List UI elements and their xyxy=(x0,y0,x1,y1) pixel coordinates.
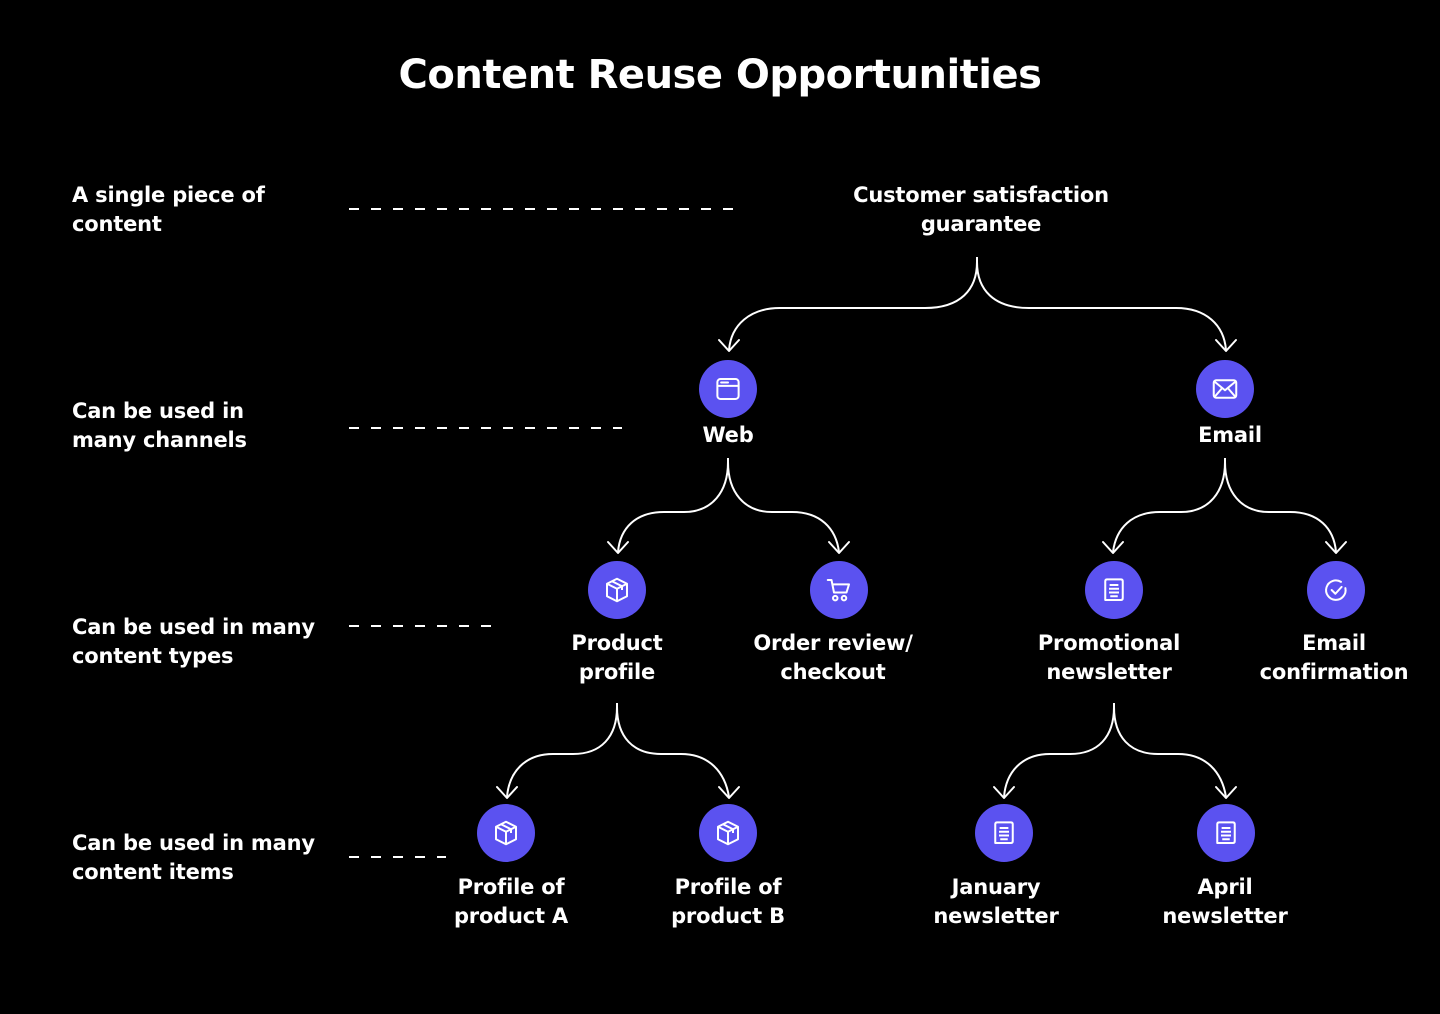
node-promotional-newsletter-label: Promotional newsletter xyxy=(1037,631,1181,684)
node-product-b[interactable] xyxy=(699,804,757,862)
connector-root-to-email xyxy=(976,261,1227,351)
connector-product-profile-to-product-a xyxy=(506,703,618,798)
connector-web-to-order-review xyxy=(727,461,840,553)
node-web[interactable] xyxy=(699,360,757,418)
node-email-label: Email xyxy=(1198,423,1262,447)
connector-web-to-product-profile xyxy=(617,458,729,553)
root-node-label: Customer satisfaction guarantee xyxy=(853,183,1109,236)
node-email[interactable] xyxy=(1196,360,1254,418)
node-product-profile[interactable] xyxy=(588,561,646,619)
node-order-review[interactable] xyxy=(810,561,868,619)
node-product-a-label: Profile of product A xyxy=(453,875,569,928)
node-email-confirmation-label: Email confirmation xyxy=(1259,631,1409,684)
node-product-profile-label: Product profile xyxy=(571,631,663,684)
connector-product-profile-to-product-b xyxy=(616,706,730,798)
connector-email-to-promotional-newsletter xyxy=(1112,458,1226,553)
node-promotional-newsletter[interactable] xyxy=(1085,561,1143,619)
connector-email-to-email-confirmation xyxy=(1224,461,1337,553)
document-icon xyxy=(1104,578,1124,601)
connector-promotional-to-april xyxy=(1113,706,1227,798)
node-email-confirmation[interactable] xyxy=(1307,561,1365,619)
node-web-label: Web xyxy=(702,423,754,447)
node-april-newsletter-label: April newsletter xyxy=(1162,875,1288,928)
box-icon xyxy=(606,577,628,603)
check-circle-icon xyxy=(1325,579,1347,601)
node-april-newsletter[interactable] xyxy=(1197,804,1255,862)
browser-window-icon xyxy=(716,378,740,400)
level-label-channels: Can be used in many channels xyxy=(72,399,247,452)
connector-promotional-to-january xyxy=(1003,703,1115,798)
box-icon xyxy=(495,820,517,846)
node-january-newsletter-label: January newsletter xyxy=(933,875,1059,928)
diagram-title: Content Reuse Opportunities xyxy=(398,52,1042,98)
level-label-content-types: Can be used in many content types xyxy=(72,615,315,668)
level-label-single-content: A single piece of content xyxy=(72,183,265,236)
shopping-cart-icon xyxy=(826,579,850,602)
node-product-a[interactable] xyxy=(477,804,535,862)
envelope-icon xyxy=(1212,379,1238,399)
box-icon xyxy=(717,820,739,846)
node-order-review-label: Order review/ checkout xyxy=(753,631,913,684)
document-icon xyxy=(1216,821,1236,844)
document-icon xyxy=(994,821,1014,844)
node-january-newsletter[interactable] xyxy=(975,804,1033,862)
level-label-content-items: Can be used in many content items xyxy=(72,831,315,884)
connector-root-to-web xyxy=(728,257,978,351)
node-product-b-label: Profile of product B xyxy=(671,875,785,928)
